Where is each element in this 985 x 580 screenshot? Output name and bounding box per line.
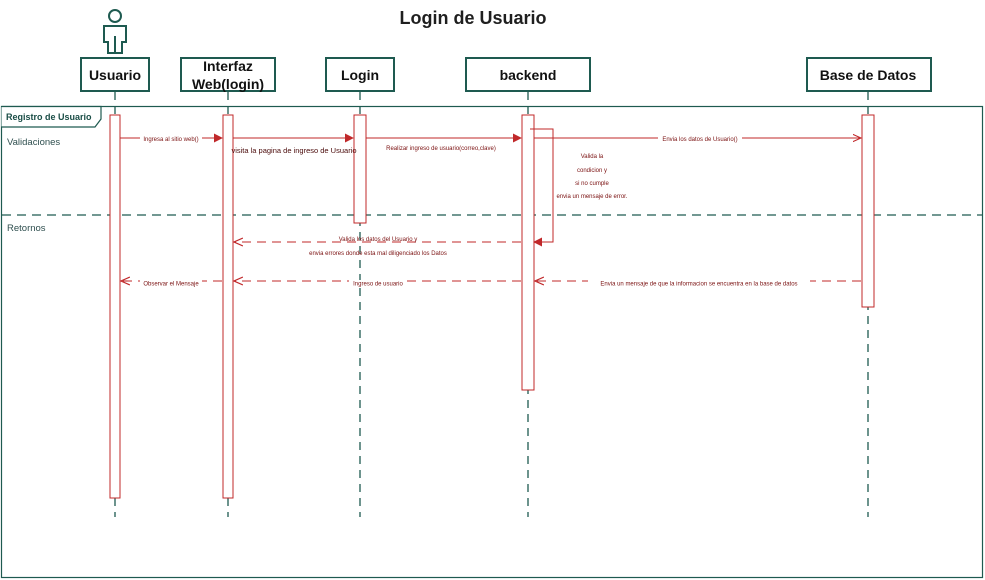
activation-interfaz	[222, 114, 234, 499]
participant-base-datos	[806, 57, 932, 92]
activation-usuario	[109, 114, 121, 499]
self-message-backend	[530, 128, 554, 247]
participant-login	[325, 57, 395, 92]
section-validaciones: Validaciones	[7, 137, 60, 148]
frame-label-tab	[1, 105, 102, 128]
person-icon	[103, 9, 127, 54]
participant-interfaz-web	[180, 57, 276, 92]
return-label-4: Observar el Mensaje	[143, 282, 199, 288]
participant-login-label: Login	[341, 67, 379, 83]
return-label-1a: Valida los datos del Usuario y	[339, 237, 418, 243]
diagram-title: Login de Usuario	[399, 8, 546, 28]
self-label-4: envia un mensaje de error.	[556, 194, 627, 200]
message-label-4: Envia los datos de Usuario()	[662, 137, 737, 143]
activation-backend	[521, 114, 535, 391]
return-label-2: Envia un mensaje de que la informacion s…	[600, 282, 797, 288]
participant-backend-label: backend	[500, 67, 557, 83]
return-label-3: Ingreso de usuario	[353, 282, 403, 288]
participant-backend	[465, 57, 591, 92]
frame-label: Registro de Usuario	[6, 112, 92, 122]
self-label-3: si no cumple	[575, 181, 609, 187]
participant-interfaz-label-2: Web(login)	[192, 76, 264, 92]
participant-usuario	[80, 57, 150, 92]
self-label-2: condicion y	[577, 168, 607, 174]
message-label-3: Realizar ingreso de usuario(correo,clave…	[386, 146, 496, 152]
participant-interfaz-label-1: Interfaz	[203, 58, 253, 74]
participant-base-datos-label: Base de Datos	[820, 67, 917, 83]
frame-registro-usuario	[0, 105, 984, 579]
activation-login	[353, 114, 367, 224]
participant-usuario-label: Usuario	[89, 67, 141, 83]
message-label-2: visita la pagina de ingreso de Usuario	[231, 146, 356, 155]
return-label-1b: envia errores donde esta mal diligenciad…	[309, 251, 447, 257]
section-retornos: Retornos	[7, 223, 46, 234]
self-label-1: Valida la	[581, 154, 604, 160]
message-label-1: Ingresa al sitio web()	[143, 137, 198, 143]
activation-base-datos	[861, 114, 875, 308]
